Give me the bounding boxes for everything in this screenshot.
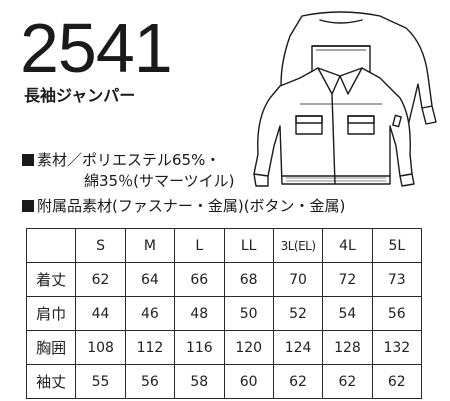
row-label-length: 着丈 [25,262,77,297]
material-line-2: 綿35％(サマーツイル) [84,172,235,190]
table-cell: 46 [124,296,176,331]
table-row: 着丈 62 64 66 68 70 72 73 [25,262,423,297]
table-cell: 124 [272,330,324,365]
size-header-3l: 3L(EL) [272,228,324,263]
table-cell: 62 [322,364,373,399]
table-cell: 62 [371,364,423,399]
size-header-5l: 5L [371,228,423,263]
size-header-4l: 4L [322,228,373,263]
table-row: 袖丈 55 56 58 60 62 62 62 [25,364,423,399]
jacket-illustration-icon [253,11,437,187]
material-line-1: 素材／ポリエステル65%・ [37,151,221,169]
size-header-corner [25,228,77,263]
table-cell: 52 [272,296,324,331]
accessories-spec: 附属品素材(ファスナー・金属)(ボタン・金属) [22,196,345,216]
table-cell: 58 [174,364,225,399]
material-spec-cont: 綿35％(サマーツイル) [84,171,235,191]
table-cell: 62 [75,262,126,297]
size-header-row: S M L LL 3L(EL) 4L 5L [25,228,423,263]
row-label-shoulder: 肩巾 [25,296,77,331]
table-cell: 73 [371,262,423,297]
table-cell: 50 [223,296,274,331]
table-cell: 70 [272,262,324,297]
row-label-chest: 胸囲 [25,330,77,365]
size-header-ll: LL [223,228,274,263]
bullet-square-icon [22,200,34,212]
table-cell: 112 [124,330,176,365]
table-cell: 64 [124,262,176,297]
product-name: 長袖ジャンパー [24,86,136,105]
table-cell: 62 [272,364,324,399]
table-cell: 44 [75,296,126,331]
table-cell: 55 [75,364,126,399]
size-header-l: L [174,228,225,263]
table-cell: 116 [174,330,225,365]
model-number: 2541 [20,9,173,87]
size-header-m: M [124,228,176,263]
jacket-front-view [253,67,415,187]
table-cell: 56 [124,364,176,399]
table-cell: 132 [371,330,423,365]
row-label-sleeve: 袖丈 [25,364,77,399]
table-row: 肩巾 44 46 48 50 52 54 56 [25,296,423,331]
material-spec: 素材／ポリエステル65%・ [22,150,220,170]
table-cell: 72 [322,262,373,297]
table-cell: 128 [322,330,373,365]
size-table: S M L LL 3L(EL) 4L 5L 着丈 62 64 66 68 70 … [25,228,423,399]
table-cell: 120 [223,330,274,365]
table-cell: 68 [223,262,274,297]
table-cell: 54 [322,296,373,331]
table-cell: 66 [174,262,225,297]
bullet-square-icon [22,154,34,166]
table-cell: 48 [174,296,225,331]
table-cell: 108 [75,330,126,365]
accessories-line: 附属品素材(ファスナー・金属)(ボタン・金属) [37,197,346,215]
table-cell: 56 [371,296,423,331]
table-row: 胸囲 108 112 116 120 124 128 132 [25,330,423,365]
table-cell: 60 [223,364,274,399]
size-header-s: S [75,228,126,263]
